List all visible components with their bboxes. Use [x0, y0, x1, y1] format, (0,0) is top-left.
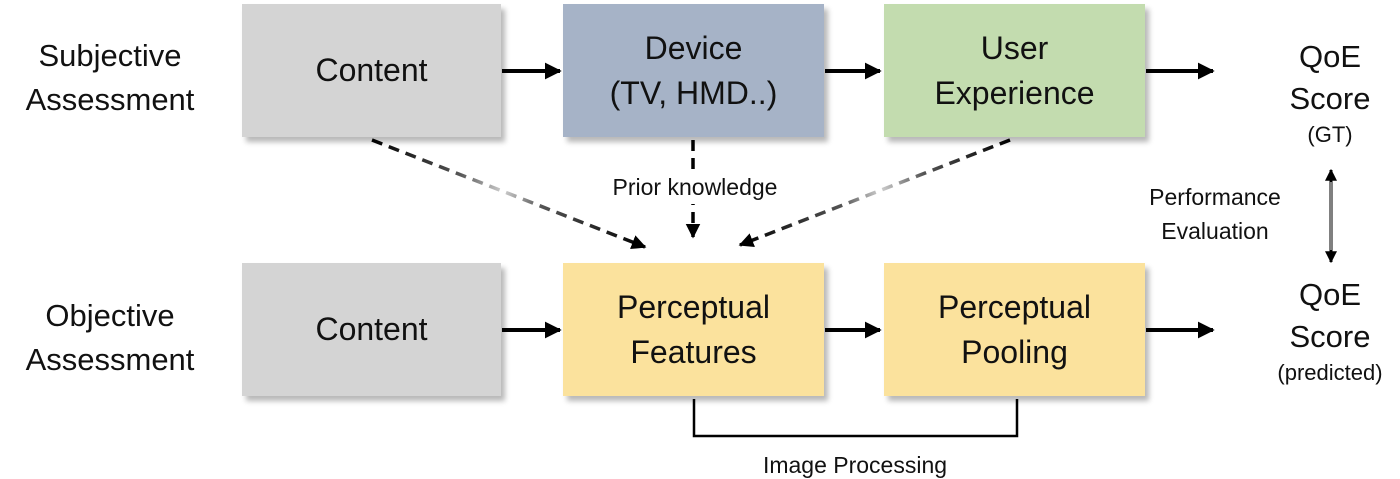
user-experience-box-line1: User — [980, 29, 1049, 66]
qoe-score-gt-line1: QoE — [1298, 39, 1362, 74]
arrow-user-experience-prior-knowledge — [738, 138, 1011, 248]
image-processing-label: Image Processing — [762, 452, 948, 478]
qoe-score-gt-sub: (GT) — [1307, 122, 1353, 147]
content-box-subjective: Content — [242, 4, 501, 137]
content-box-objective: Content — [242, 263, 501, 396]
perceptual-pooling-line1: Perceptual — [938, 288, 1091, 325]
qoe-score-predicted: QoE Score (predicted) — [1255, 274, 1400, 388]
device-box: Device (TV, HMD..) — [563, 4, 824, 137]
perceptual-features-line2: Features — [630, 333, 757, 370]
qoe-score-gt-line2: Score — [1289, 81, 1371, 116]
subjective-label-line2: Assessment — [25, 82, 195, 117]
performance-evaluation-line1: Performance — [1149, 184, 1281, 210]
user-experience-box: User Experience — [884, 4, 1145, 137]
prior-knowledge-label: Prior knowledge — [575, 170, 815, 204]
qoe-score-predicted-line2: Score — [1289, 319, 1371, 354]
objective-assessment-label: Objective Assessment — [0, 294, 220, 382]
perceptual-features-line1: Perceptual — [617, 288, 770, 325]
content-box-objective-label: Content — [315, 311, 428, 347]
performance-evaluation-line2: Evaluation — [1161, 218, 1269, 244]
image-processing-bracket — [692, 399, 1019, 438]
qoe-score-gt: QoE Score (GT) — [1255, 36, 1400, 150]
qoe-score-predicted-sub: (predicted) — [1277, 360, 1383, 385]
perceptual-features-box: Perceptual Features — [563, 263, 824, 396]
objective-label-line2: Assessment — [25, 342, 195, 377]
performance-evaluation-label: Performance Evaluation — [1120, 180, 1310, 248]
perceptual-pooling-box: Perceptual Pooling — [884, 263, 1145, 396]
perceptual-pooling-line2: Pooling — [961, 333, 1068, 370]
subjective-label-line1: Subjective — [38, 38, 182, 73]
arrow-content-prior-knowledge — [371, 138, 647, 250]
device-box-line2: (TV, HMD..) — [609, 74, 778, 111]
device-box-line1: Device — [644, 29, 743, 66]
objective-label-line1: Objective — [45, 298, 175, 333]
user-experience-box-line2: Experience — [934, 74, 1095, 111]
qoe-score-predicted-line1: QoE — [1298, 277, 1362, 312]
subjective-assessment-label: Subjective Assessment — [0, 34, 220, 122]
content-box-subjective-label: Content — [315, 52, 428, 88]
